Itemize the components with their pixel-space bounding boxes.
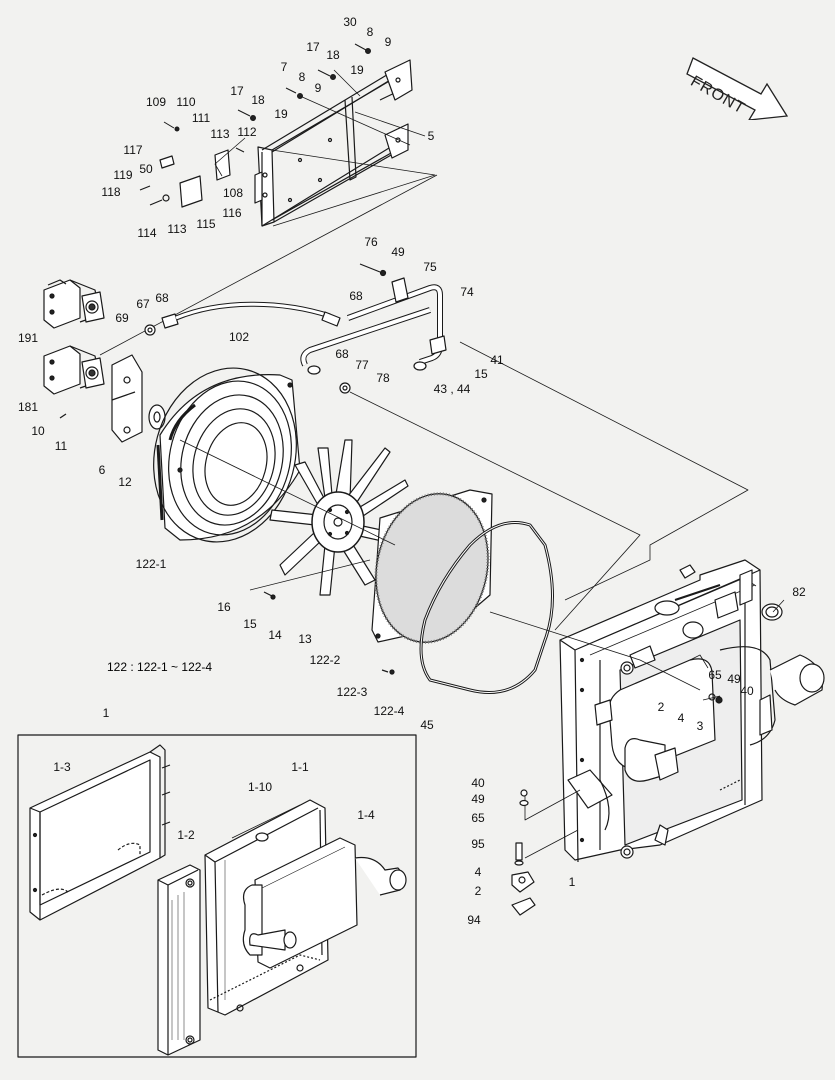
callout-9: 9	[384, 35, 392, 49]
callout-13: 13	[298, 632, 312, 646]
callout-7: 7	[280, 60, 288, 74]
callout-118: 118	[101, 185, 121, 199]
callout-122-2: 122-2	[309, 653, 341, 667]
callout-122-1: 122-1	[135, 557, 167, 571]
callout-113: 113	[167, 222, 187, 236]
hydraulic-hose	[175, 301, 341, 327]
rubber-seal	[419, 521, 554, 694]
callout-114: 114	[137, 226, 157, 240]
callout-1-1: 1-1	[291, 760, 309, 774]
callout-191: 191	[17, 331, 39, 345]
callout-14: 14	[268, 628, 282, 642]
callout-49: 49	[471, 792, 485, 806]
callout-109: 109	[145, 95, 167, 109]
callout-108: 108	[222, 186, 244, 200]
callout-65: 65	[471, 811, 485, 825]
frame-bolts	[163, 43, 371, 153]
callout-181: 181	[17, 400, 39, 414]
callout-69: 69	[115, 311, 129, 325]
callout-116: 116	[222, 206, 242, 220]
callout-19: 19	[350, 63, 364, 77]
mount-bracket-assembly	[139, 149, 231, 208]
callout-65: 65	[708, 668, 722, 682]
callout-76: 76	[364, 235, 378, 249]
hydraulic-motor-lower	[43, 345, 105, 395]
callout-122-3: 122-3	[336, 685, 368, 699]
callout-74: 74	[460, 285, 474, 299]
callout-112: 112	[237, 125, 257, 139]
callout-40: 40	[471, 776, 485, 790]
callout-4: 4	[474, 865, 482, 879]
callout-40: 40	[740, 684, 754, 698]
callout-122-4: 122-4	[373, 704, 405, 718]
fan-guard-mesh	[371, 489, 493, 675]
callout-6: 6	[98, 463, 106, 477]
callout-30: 30	[343, 15, 357, 29]
leader-lines-top	[99, 69, 438, 356]
callout-8: 8	[366, 25, 374, 39]
callout-2: 2	[657, 700, 665, 714]
callout-10: 10	[31, 424, 45, 438]
callout-15: 15	[474, 367, 488, 381]
callout-94: 94	[467, 913, 481, 927]
fan-shroud-ring	[153, 367, 301, 543]
callout-67: 67	[136, 297, 150, 311]
flange-ring	[148, 404, 166, 430]
radiator-assembly	[559, 559, 825, 863]
callout-68: 68	[349, 289, 363, 303]
callout-1: 1	[568, 875, 576, 889]
callout-2: 2	[474, 884, 482, 898]
callout-12: 12	[118, 475, 132, 489]
callout-15: 15	[243, 617, 257, 631]
callout-43-44: 43 , 44	[433, 382, 471, 396]
callout-49: 49	[391, 245, 405, 259]
callout-1-2: 1-2	[177, 828, 195, 842]
callout-115: 115	[196, 217, 216, 231]
callout-113: 113	[210, 127, 230, 141]
callout-111: 111	[191, 111, 211, 125]
callout-117: 117	[123, 143, 143, 157]
callout-17: 17	[230, 84, 244, 98]
callout-119: 119	[113, 168, 133, 182]
radiator-mount-parts	[511, 693, 723, 916]
callout-49: 49	[727, 672, 741, 686]
callout-68: 68	[155, 291, 169, 305]
inset-callout: 1	[102, 706, 110, 720]
callout-1-4: 1-4	[357, 808, 375, 822]
callout-95: 95	[471, 837, 485, 851]
callout-19: 19	[274, 107, 288, 121]
callout-4: 4	[677, 711, 685, 725]
hydraulic-pipe	[300, 263, 447, 394]
callout-3: 3	[696, 719, 704, 733]
callout-1-10: 1-10	[247, 780, 273, 794]
callout-75: 75	[423, 260, 437, 274]
callout-17: 17	[306, 40, 320, 54]
callout-50: 50	[139, 162, 153, 176]
callout-45: 45	[420, 718, 434, 732]
callout-11: 11	[54, 439, 68, 453]
callout-77: 77	[355, 358, 369, 372]
callout-5: 5	[427, 129, 435, 143]
callout-1-3: 1-3	[53, 760, 71, 774]
callout-41: 41	[490, 353, 504, 367]
front-direction-arrow	[686, 57, 789, 120]
part-group-note: 122 : 122-1 ~ 122-4	[107, 660, 213, 674]
callout-68: 68	[335, 347, 349, 361]
callout-8: 8	[298, 70, 306, 84]
callout-18: 18	[326, 48, 340, 62]
callout-102: 102	[228, 330, 250, 344]
callout-9: 9	[314, 81, 322, 95]
motor-mount-plate	[111, 354, 143, 443]
radiator-exploded-inset	[17, 734, 417, 1058]
fittings-left	[59, 313, 179, 419]
callout-18: 18	[251, 93, 265, 107]
callout-16: 16	[217, 600, 231, 614]
hydraulic-motor-upper	[43, 279, 105, 329]
callout-78: 78	[376, 371, 390, 385]
callout-110: 110	[176, 95, 196, 109]
callout-82: 82	[792, 585, 806, 599]
